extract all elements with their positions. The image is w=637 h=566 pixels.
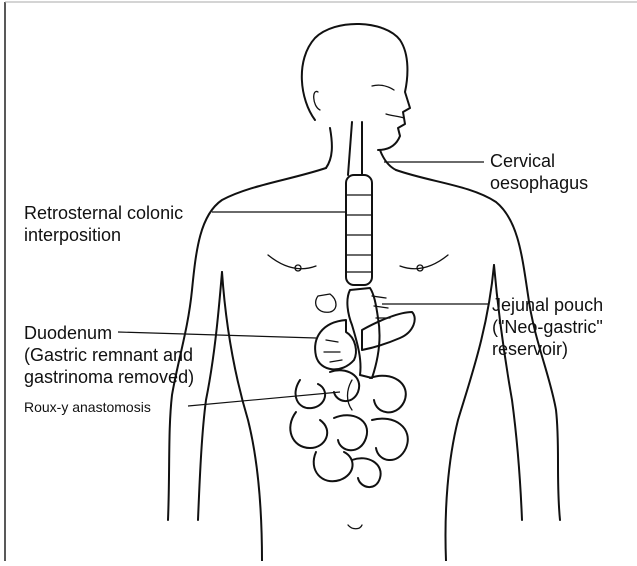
label-jejunal-pouch: Jejunal pouch ("Neo-gastric" reservoir) — [492, 294, 603, 360]
label-retrosternal-line-1: Retrosternal colonic — [24, 202, 183, 224]
duodenum — [315, 320, 356, 369]
label-duodenum-line-3: gastrinoma removed) — [24, 366, 194, 388]
jejunal-pouch — [347, 288, 390, 378]
label-duodenum-line-1: Duodenum — [24, 322, 194, 344]
label-retrosternal: Retrosternal colonic interposition — [24, 202, 183, 246]
liver-gallbladder — [316, 294, 336, 312]
label-duodenum: Duodenum (Gastric remnant and gastrinoma… — [24, 322, 194, 388]
colonic-interposition — [346, 122, 372, 285]
label-roux-line-1: Roux-y anastomosis — [24, 398, 151, 416]
label-retrosternal-line-2: interposition — [24, 224, 183, 246]
label-jejunal-line-3: reservoir) — [492, 338, 603, 360]
leader-roux — [188, 392, 340, 406]
label-cervical-line-2: oesophagus — [490, 172, 588, 194]
label-roux: Roux-y anastomosis — [24, 398, 151, 416]
label-jejunal-line-1: Jejunal pouch — [492, 294, 603, 316]
label-duodenum-line-2: (Gastric remnant and — [24, 344, 194, 366]
label-cervical-line-1: Cervical — [490, 150, 588, 172]
small-intestine — [290, 370, 408, 487]
pancreas — [362, 312, 415, 350]
label-jejunal-line-2: ("Neo-gastric" — [492, 316, 603, 338]
body-outline — [168, 24, 560, 561]
label-cervical-oesophagus: Cervical oesophagus — [490, 150, 588, 194]
